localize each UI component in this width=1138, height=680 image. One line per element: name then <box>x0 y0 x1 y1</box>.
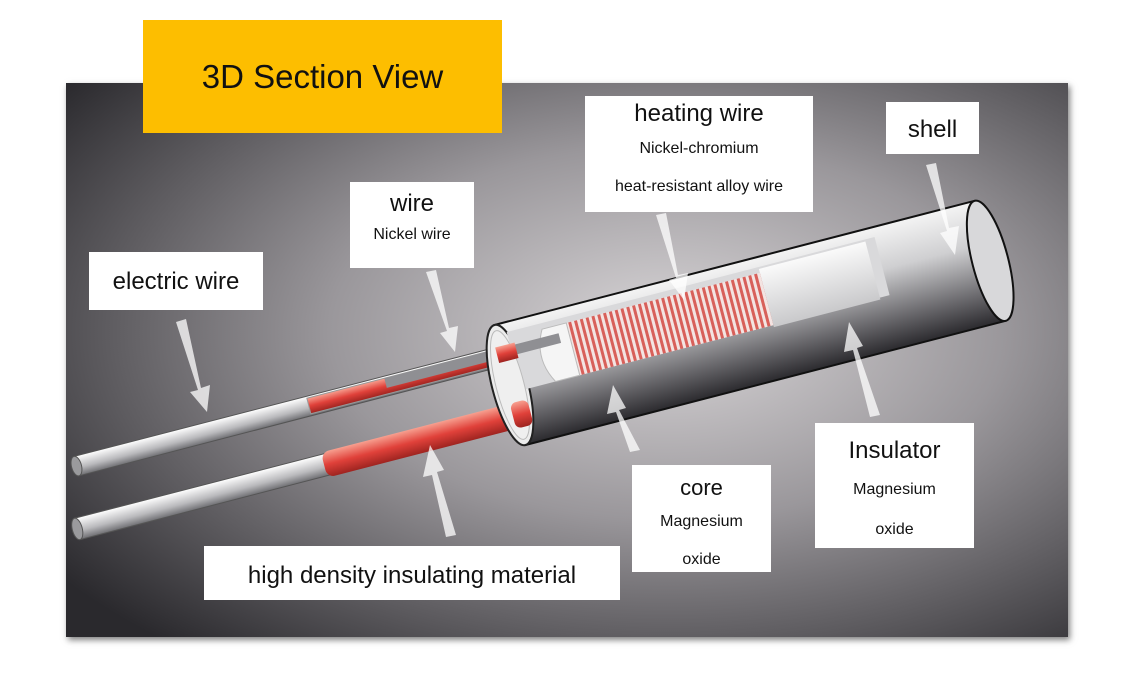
label-title: shell <box>907 116 958 143</box>
label-sub: Nickel-chromium <box>639 140 759 157</box>
label-shell: shell <box>886 102 979 154</box>
label-sub: Nickel wire <box>373 226 451 243</box>
label-sub: heat-resistant alloy wire <box>614 178 784 195</box>
electric-wire-lower <box>71 397 546 541</box>
heater-illustration <box>66 83 1068 637</box>
label-sub: oxide <box>875 521 914 538</box>
label-electric-wire: electric wire <box>89 252 263 310</box>
label-sub: oxide <box>682 551 721 568</box>
label-title: wire <box>389 190 434 217</box>
label-wire: wire Nickel wire <box>350 182 474 268</box>
diagram-panel <box>66 83 1068 637</box>
insulator <box>758 241 881 328</box>
label-title: electric wire <box>112 268 240 295</box>
label-core: core Magnesium oxide <box>632 465 771 572</box>
label-title: high density insulating material <box>247 562 577 589</box>
label-sub: Magnesium <box>853 481 936 498</box>
label-title: core <box>680 475 723 500</box>
label-insulator: Insulator Magnesium oxide <box>815 423 974 548</box>
label-insulating-material: high density insulating material <box>204 546 620 600</box>
insulating-material <box>322 401 529 476</box>
heating-coil <box>566 272 774 376</box>
label-sub: Magnesium <box>660 513 743 530</box>
pointer-arrows <box>176 163 959 537</box>
label-title: heating wire <box>634 100 764 127</box>
page-title: 3D Section View <box>143 20 502 133</box>
label-heating-wire: heating wire Nickel-chromium heat-resist… <box>585 96 813 212</box>
label-title: Insulator <box>848 437 941 464</box>
